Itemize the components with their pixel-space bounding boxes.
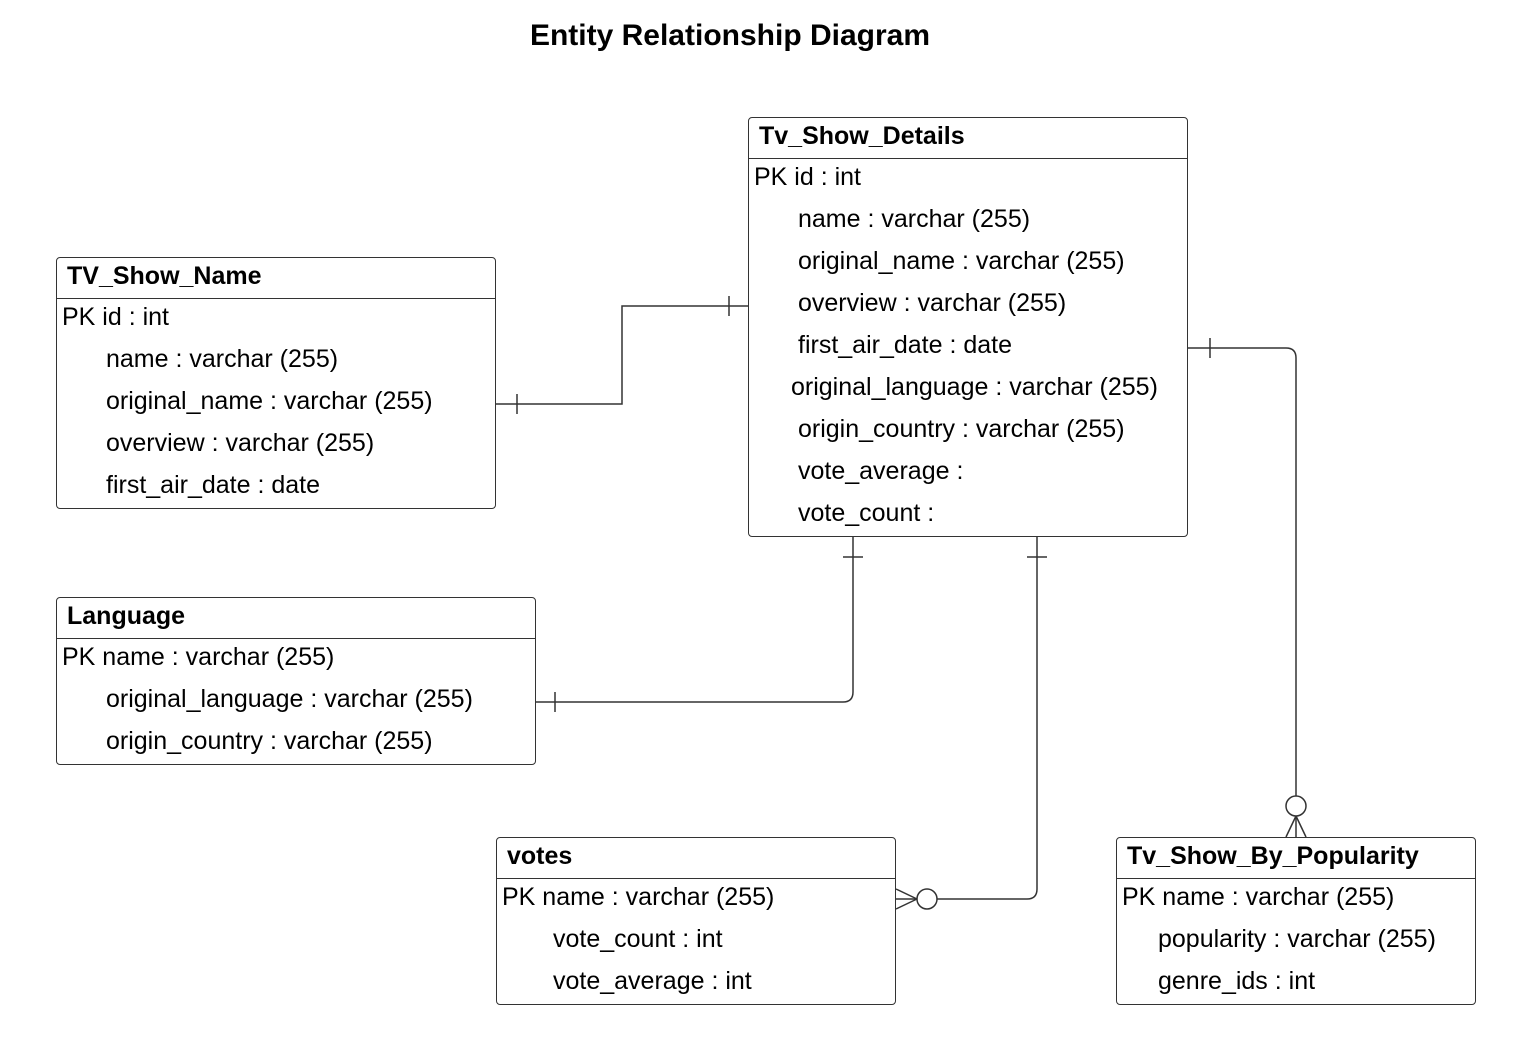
attribute: vote_average : int bbox=[553, 967, 752, 995]
entity-title: TV_Show_Name bbox=[57, 258, 495, 299]
attribute-primary-key: PK name : varchar (255) bbox=[1122, 883, 1395, 911]
entity-language[interactable]: Language PK name : varchar (255) origina… bbox=[56, 597, 536, 765]
attribute: first_air_date : date bbox=[106, 471, 321, 499]
attribute: vote_average : bbox=[798, 457, 964, 485]
attribute: origin_country : varchar (255) bbox=[106, 727, 433, 755]
entity-title: Language bbox=[57, 598, 535, 639]
attribute: name : varchar (255) bbox=[798, 205, 1031, 233]
attribute: first_air_date : date bbox=[798, 331, 1013, 359]
attribute: overview : varchar (255) bbox=[798, 289, 1067, 317]
attribute: genre_ids : int bbox=[1158, 967, 1316, 995]
entity-tv-show-details[interactable]: Tv_Show_Details PK id : int name : varch… bbox=[748, 117, 1188, 537]
attribute: vote_count : int bbox=[553, 925, 723, 953]
attribute: name : varchar (255) bbox=[106, 345, 339, 373]
entity-tv-show-by-popularity[interactable]: Tv_Show_By_Popularity PK name : varchar … bbox=[1116, 837, 1476, 1005]
crowfoot-zero-circle bbox=[1285, 795, 1307, 817]
attribute-primary-key: PK name : varchar (255) bbox=[62, 643, 335, 671]
crowfoot-many-prong bbox=[1285, 815, 1297, 838]
connector-popularity-to-details bbox=[1188, 347, 1297, 796]
attribute: original_name : varchar (255) bbox=[106, 387, 433, 415]
attribute: vote_count : bbox=[798, 499, 935, 527]
crowfoot-many-prong bbox=[895, 898, 918, 910]
entity-title: votes bbox=[497, 838, 895, 879]
attribute: origin_country : varchar (255) bbox=[798, 415, 1125, 443]
attribute-primary-key: PK name : varchar (255) bbox=[502, 883, 775, 911]
attribute-primary-key: PK id : int bbox=[62, 303, 169, 331]
attribute: original_name : varchar (255) bbox=[798, 247, 1125, 275]
attribute: popularity : varchar (255) bbox=[1158, 925, 1436, 953]
entity-title: Tv_Show_Details bbox=[749, 118, 1187, 159]
attribute: original_language : varchar (255) bbox=[106, 685, 473, 713]
entity-tv-show-name[interactable]: TV_Show_Name PK id : int name : varchar … bbox=[56, 257, 496, 509]
crowfoot-many-prong bbox=[1295, 815, 1307, 838]
crowfoot-zero-circle bbox=[916, 888, 938, 910]
attribute-primary-key: PK id : int bbox=[754, 163, 861, 191]
diagram-title: Entity Relationship Diagram bbox=[529, 19, 931, 52]
crowfoot-many-prong bbox=[895, 888, 918, 900]
entity-votes[interactable]: votes PK name : varchar (255) vote_count… bbox=[496, 837, 896, 1005]
attribute: original_language : varchar (255) bbox=[791, 373, 1158, 401]
entity-title: Tv_Show_By_Popularity bbox=[1117, 838, 1475, 879]
connector-language-to-details bbox=[536, 537, 854, 703]
connector-tv-show-name-to-details bbox=[496, 305, 749, 405]
attribute: overview : varchar (255) bbox=[106, 429, 375, 457]
connector-votes-to-details bbox=[937, 537, 1038, 900]
